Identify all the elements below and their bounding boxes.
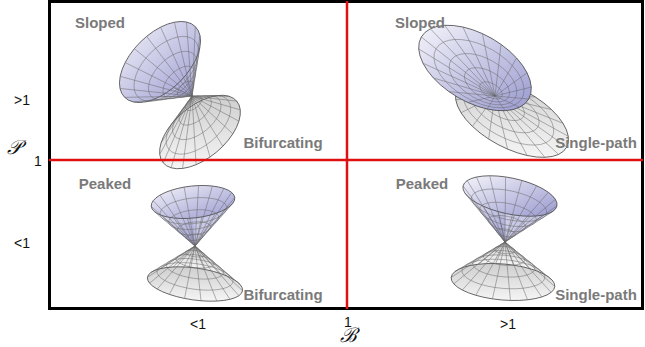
vertical-divider bbox=[346, 1, 349, 309]
cone-surface bbox=[451, 242, 555, 300]
axis-title: ℬ bbox=[340, 325, 357, 345]
quadrant-label: Peaked bbox=[396, 176, 449, 191]
cone-surfaces bbox=[119, 21, 568, 301]
cone-surface bbox=[419, 25, 532, 110]
quadrant-label: Single-path bbox=[555, 287, 637, 302]
quadrant-label: Bifurcating bbox=[243, 135, 322, 150]
axis-tick: >1 bbox=[14, 93, 30, 107]
cone-surface bbox=[160, 95, 241, 168]
quadrant-label: Sloped bbox=[395, 15, 445, 30]
quadrant-label: Bifurcating bbox=[243, 287, 322, 302]
axis-tick: <1 bbox=[14, 236, 30, 250]
horizontal-divider bbox=[49, 159, 643, 162]
cone-surface bbox=[151, 186, 235, 246]
cone-surface bbox=[119, 21, 200, 102]
axis-tick: >1 bbox=[500, 317, 516, 331]
quadrant-label: Sloped bbox=[75, 15, 125, 30]
quadrant-label: Peaked bbox=[79, 176, 132, 191]
quadrant-label: Single-path bbox=[555, 135, 637, 150]
axis-tick: <1 bbox=[190, 317, 206, 331]
cone-surface bbox=[147, 246, 242, 301]
axis-tick: 1 bbox=[34, 154, 42, 168]
axis-title: 𝒫 bbox=[7, 137, 21, 157]
cone-surface bbox=[463, 176, 557, 242]
plot-frame bbox=[50, 2, 643, 309]
